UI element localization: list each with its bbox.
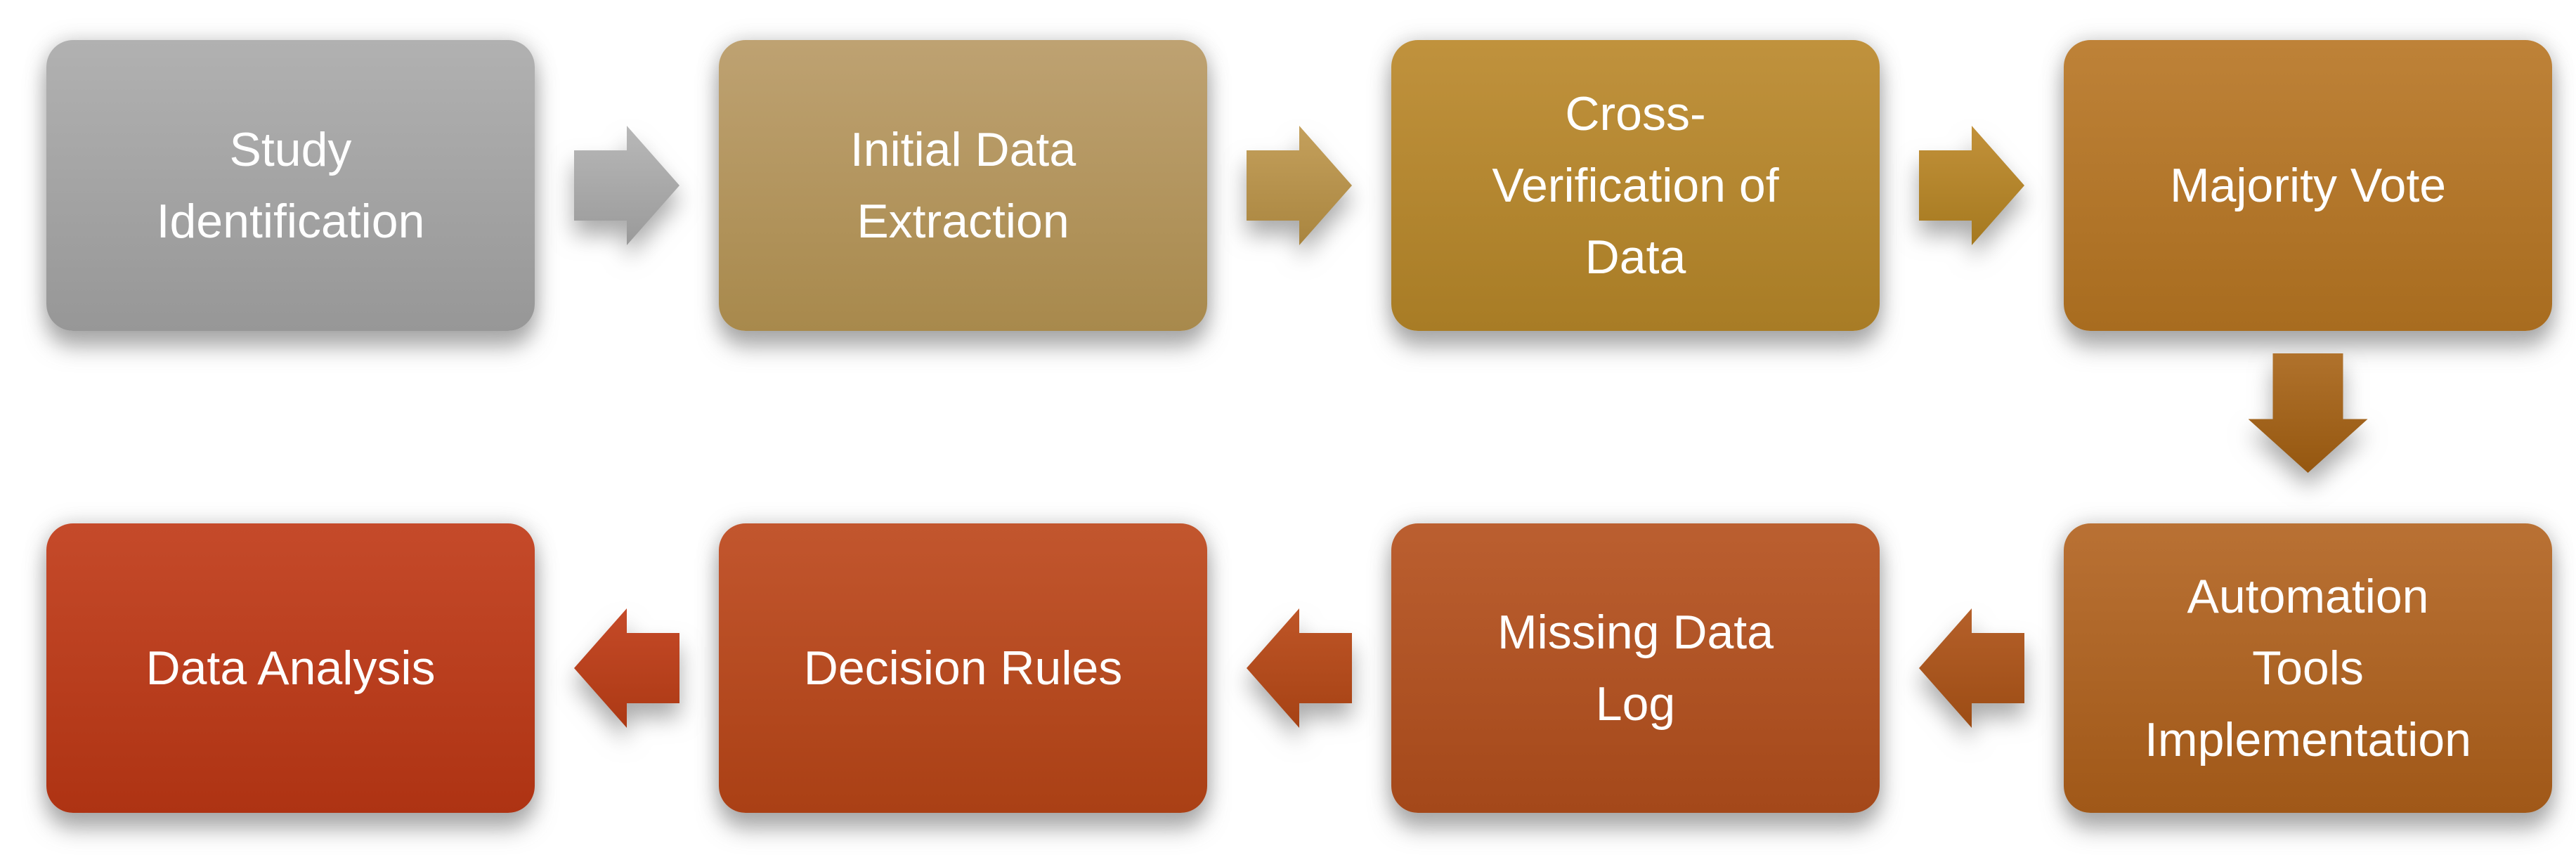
- connector-missing-to-decision: [1207, 523, 1391, 813]
- flow-node-automation-tools-implementation: Automation Tools Implementation: [2064, 523, 2552, 813]
- connector-cross-to-majority: [1880, 40, 2064, 331]
- node-label: Majority Vote: [2169, 159, 2447, 212]
- flowchart-grid: Study Identification Initial Data Extrac…: [46, 40, 2552, 813]
- node-label: Data Analysis: [145, 641, 436, 695]
- flow-node-decision-rules: Decision Rules: [719, 523, 1207, 813]
- connector-automation-to-missing: [1880, 523, 2064, 813]
- node-label: Automation Tools Implementation: [2145, 570, 2471, 766]
- connector-majority-to-automation: [2064, 331, 2552, 523]
- node-label: Cross- Verification of Data: [1492, 87, 1779, 284]
- left-arrow-icon: [574, 608, 679, 728]
- node-label: Decision Rules: [803, 641, 1123, 695]
- right-arrow-icon: [574, 126, 679, 245]
- flow-node-initial-data-extraction: Initial Data Extraction: [719, 40, 1207, 331]
- connector-study-to-initial: [535, 40, 719, 331]
- flow-node-missing-data-log: Missing Data Log: [1391, 523, 1880, 813]
- node-label: Initial Data Extraction: [850, 123, 1076, 248]
- node-label: Study Identification: [156, 123, 425, 248]
- connector-initial-to-cross: [1207, 40, 1391, 331]
- flow-node-study-identification: Study Identification: [46, 40, 535, 331]
- right-arrow-icon: [1247, 126, 1352, 245]
- flow-node-majority-vote: Majority Vote: [2064, 40, 2552, 331]
- left-arrow-icon: [1247, 608, 1352, 728]
- node-label: Missing Data Log: [1497, 606, 1774, 731]
- left-arrow-icon: [1919, 608, 2024, 728]
- flow-node-cross-verification-of-data: Cross- Verification of Data: [1391, 40, 1880, 331]
- flow-node-data-analysis: Data Analysis: [46, 523, 535, 813]
- connector-decision-to-data: [535, 523, 719, 813]
- right-arrow-icon: [1919, 126, 2024, 245]
- down-arrow-icon: [2248, 353, 2368, 473]
